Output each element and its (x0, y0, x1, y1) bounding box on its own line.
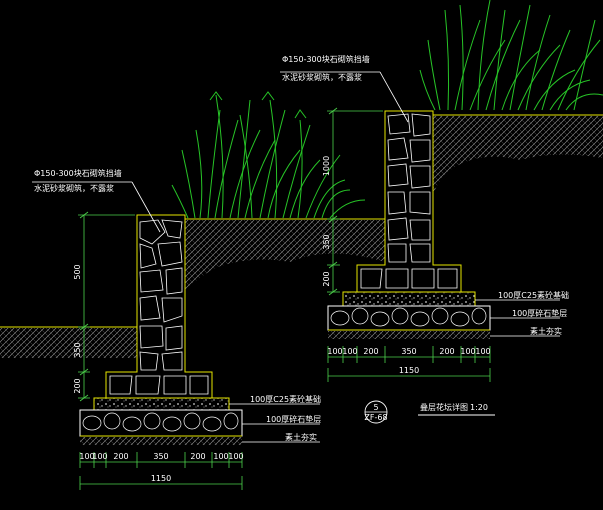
upper-bed-plants (419, 0, 603, 111)
dim-lower-h-1: 100 (92, 452, 107, 461)
upper-horizontal-dimension-labels: 100 100 200 350 200 100 100 1150 (327, 347, 490, 375)
dim-upper-h-0: 100 (327, 347, 342, 356)
dim-lower-h-5: 100 (213, 452, 228, 461)
dim-lower-500: 500 (73, 264, 82, 279)
upper-retaining-wall (327, 110, 491, 339)
dim-upper-h-3: 350 (401, 347, 416, 356)
dim-upper-h-1: 100 (342, 347, 357, 356)
dim-upper-h-5: 100 (460, 347, 475, 356)
section-title: 叠层花坛详图 (420, 402, 468, 412)
lower-layer-soil: 素土夯实 (285, 432, 317, 442)
lower-wall-note-line-1: Φ150-300块石砌筑挡墙 (34, 168, 122, 178)
dim-lower-350: 350 (73, 342, 82, 357)
section-number: 5 (373, 403, 378, 412)
left-ground (0, 326, 137, 358)
lower-retaining-wall (79, 214, 243, 445)
dim-lower-200: 200 (73, 378, 82, 393)
lower-wall-note-leader (32, 181, 161, 233)
upper-wall-note-line-2: 水泥砂浆砌筑，不露浆 (282, 72, 362, 82)
lower-wall-note-line-2: 水泥砂浆砌筑，不露浆 (34, 183, 114, 193)
section-scale: 1:20 (470, 403, 488, 412)
dim-lower-h-2: 200 (113, 452, 128, 461)
upper-wall-note-line-1: Φ150-300块石砌筑挡墙 (282, 54, 370, 64)
upper-layer-concrete: 100厚C25素砼基础 (498, 290, 569, 300)
dim-upper-h-4: 200 (439, 347, 454, 356)
section-symbol (364, 400, 388, 424)
middle-bed-plants (171, 91, 366, 219)
dim-upper-350: 350 (322, 234, 331, 249)
lower-wall-stones (109, 219, 209, 395)
upper-horizontal-dimension-line (327, 346, 491, 382)
lower-layer-leaders (229, 403, 320, 443)
lower-vertical-dimension-line (78, 211, 135, 402)
dim-upper-h-2: 200 (363, 347, 378, 356)
upper-bed-soil (433, 114, 603, 195)
upper-wall-stones (360, 113, 458, 289)
lower-concrete-base (93, 397, 230, 411)
dim-upper-200: 200 (322, 271, 331, 286)
dim-lower-h-3: 350 (153, 452, 168, 461)
dim-lower-total: 1150 (151, 474, 171, 483)
dim-lower-h-0: 100 (79, 452, 94, 461)
dim-upper-1000: 1000 (322, 156, 331, 176)
lower-layer-gravel: 100厚碎石垫层 (266, 414, 321, 424)
upper-layer-soil: 素土夯实 (530, 326, 562, 336)
section-sheet: ZF-68 (364, 413, 387, 422)
upper-layer-leaders (475, 299, 560, 337)
lower-layer-concrete: 100厚C25素砼基础 (250, 394, 321, 404)
lower-horizontal-dimension-line (79, 452, 243, 490)
dim-lower-h-4: 200 (190, 452, 205, 461)
upper-layer-gravel: 100厚碎石垫层 (512, 308, 567, 318)
upper-concrete-base (342, 291, 476, 307)
lower-horizontal-dimension-labels: 100 100 200 350 200 100 100 1150 (79, 452, 243, 483)
upper-wall-note-leader (280, 71, 409, 123)
dim-lower-h-6: 100 (228, 452, 243, 461)
dim-upper-total: 1150 (399, 366, 419, 375)
middle-bed-soil (185, 218, 385, 290)
upper-vertical-dimension-line (327, 107, 383, 296)
dim-upper-h-6: 100 (475, 347, 490, 356)
